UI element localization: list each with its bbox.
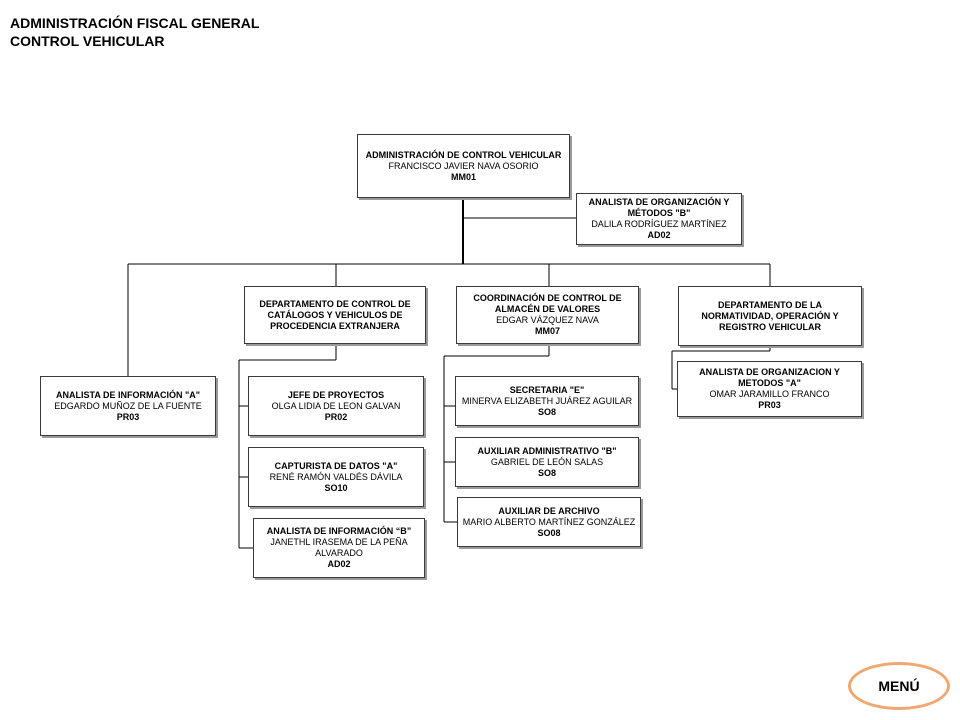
node-code: MM07 [534,326,560,336]
node-analista-informacion-b: ANALISTA DE INFORMACIÓN “B” JANETHL IRAS… [253,518,425,578]
node-title: CAPTURISTA DE DATOS "A" [274,460,398,471]
node-depto-control-catalogos: DEPARTAMENTO DE CONTROL DE CATÁLOGOS Y V… [244,286,426,344]
node-auxiliar-administrativo-b: AUXILIAR ADMINISTRATIVO "B" GABRIEL DE L… [455,437,639,487]
node-person: GABRIEL DE LEÓN SALAS [490,456,604,467]
node-code: AD02 [327,559,351,569]
page-title-line-1: ADMINISTRACIÓN FISCAL GENERAL [10,15,260,31]
node-person: FRANCISCO JAVIER NAVA OSORIO [388,160,539,171]
node-person: OLGA LIDIA DE LEON GALVAN [271,400,401,411]
node-code: SO8 [537,467,556,478]
node-title: ANALISTA DE ORGANIZACION Y METODOS "A" [699,367,840,388]
node-title: SECRETARIA "E" [509,384,585,395]
node-code: PR03 [116,411,140,422]
node-analista-informacion-a: ANALISTA DE INFORMACIÓN "A" EDGARDO MUÑO… [40,376,216,436]
node-title: AUXILIAR DE ARCHIVO [498,505,600,516]
menu-button[interactable]: MENÚ [848,662,950,710]
node-title: ANALISTA DE INFORMACIÓN "A" [55,389,201,400]
node-analista-organizacion-a: ANALISTA DE ORGANIZACION Y METODOS "A" O… [677,361,862,417]
node-title: JEFE DE PROYECTOS [287,389,385,400]
node-code: AD02 [647,230,671,240]
node-title: DEPARTAMENTO DE CONTROL DE CATÁLOGOS Y V… [259,298,411,331]
node-person: EDGARDO MUÑOZ DE LA FUENTE [54,400,202,411]
node-jefe-proyectos: JEFE DE PROYECTOS OLGA LIDIA DE LEON GAL… [248,376,424,436]
node-title: COORDINACIÓN DE CONTROL DE ALMACÉN DE VA… [473,293,622,314]
node-code: SO10 [324,482,348,493]
node-person: EDGAR VÁZQUEZ NAVA [496,315,599,325]
node-person: MARIO ALBERTO MARTÍNEZ GONZÁLEZ [462,516,636,527]
page-title: ADMINISTRACIÓN FISCAL GENERAL CONTROL VE… [10,14,259,50]
menu-button-label: MENÚ [878,678,920,694]
node-analista-organizacion-b: ANALISTA DE ORGANIZACIÓN Y MÉTODOS "B" D… [576,193,742,245]
node-coordinacion-almacen-valores: COORDINACIÓN DE CONTROL DE ALMACÉN DE VA… [456,286,639,344]
node-code: MM01 [450,171,476,182]
node-code: PR02 [324,411,348,422]
node-capturista-datos-a: CAPTURISTA DE DATOS "A" RENÉ RAMÓN VALDÉ… [248,447,424,507]
node-admin-control-vehicular: ADMINISTRACIÓN DE CONTROL VEHICULAR FRAN… [357,134,570,198]
node-title: ADMINISTRACIÓN DE CONTROL VEHICULAR [365,149,562,160]
page-title-line-2: CONTROL VEHICULAR [10,33,165,49]
node-title: AUXILIAR ADMINISTRATIVO "B" [477,445,617,456]
node-title: DEPARTAMENTO DE LA NORMATIVIDAD, OPERACI… [701,299,839,332]
node-depto-normatividad: DEPARTAMENTO DE LA NORMATIVIDAD, OPERACI… [678,286,862,346]
node-auxiliar-archivo: AUXILIAR DE ARCHIVO MARIO ALBERTO MARTÍN… [457,497,641,547]
node-person: DALILA RODRÍGUEZ MARTÍNEZ [591,219,727,229]
node-person: JANETHL IRASEMA DE LA PEÑA ALVARADO [270,537,408,558]
node-code: SO08 [537,527,561,538]
node-code: PR03 [758,400,781,410]
node-secretaria-e: SECRETARIA "E" MINERVA ELIZABETH JUÁREZ … [455,376,639,426]
node-title: ANALISTA DE INFORMACIÓN “B” [266,526,412,536]
node-person: RENÉ RAMÓN VALDÉS DÁVILA [269,471,403,482]
node-title: ANALISTA DE ORGANIZACIÓN Y MÉTODOS "B" [588,197,730,218]
node-code: SO8 [537,406,556,417]
node-person: MINERVA ELIZABETH JUÁREZ AGUILAR [461,395,633,406]
node-person: OMAR JARAMILLO FRANCO [709,389,830,399]
